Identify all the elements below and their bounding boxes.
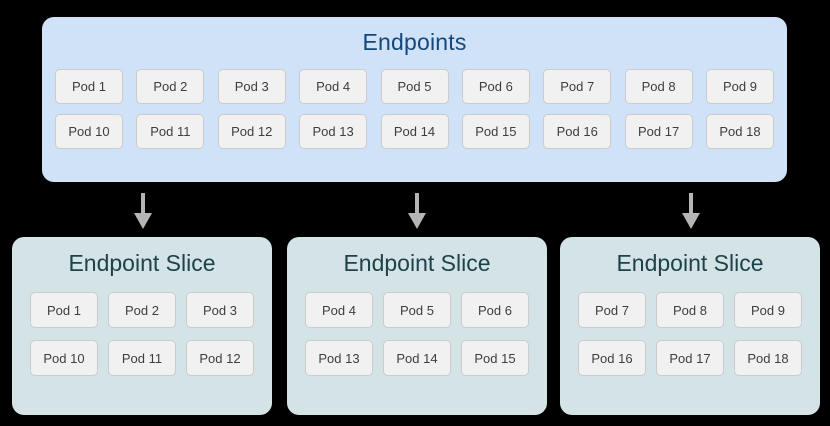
- pod-chip[interactable]: Pod 11: [136, 114, 205, 149]
- arrow-head: [134, 213, 152, 229]
- pod-chip[interactable]: Pod 1: [30, 292, 98, 328]
- pod-chip[interactable]: Pod 9: [706, 69, 774, 104]
- pod-chip[interactable]: Pod 17: [656, 340, 724, 376]
- pod-chip[interactable]: Pod 10: [55, 114, 123, 149]
- pod-chip[interactable]: Pod 15: [461, 340, 529, 376]
- endpoint-slice-container-3: Endpoint Slice Pod 7 Pod 8 Pod 9 Pod 16 …: [560, 237, 820, 415]
- pod-chip[interactable]: Pod 14: [380, 114, 449, 149]
- pod-chip[interactable]: Pod 15: [461, 114, 530, 149]
- pod-chip[interactable]: Pod 13: [299, 114, 368, 149]
- pod-chip[interactable]: Pod 8: [624, 69, 693, 104]
- arrow-down-icon: [680, 193, 702, 229]
- endpoints-container: Endpoints Pod 1 Pod 2 Pod 3 Pod 4 Pod 5 …: [42, 17, 787, 182]
- pod-chip[interactable]: Pod 7: [578, 292, 646, 328]
- pod-chip[interactable]: Pod 13: [305, 340, 373, 376]
- endpoints-pod-grid: Pod 1 Pod 2 Pod 3 Pod 4 Pod 5 Pod 6 Pod …: [42, 69, 787, 159]
- endpoint-slice-pod-row: Pod 10 Pod 11 Pod 12: [12, 340, 272, 376]
- endpoint-slice-title: Endpoint Slice: [68, 250, 216, 276]
- arrow-shaft: [141, 193, 145, 215]
- pod-chip[interactable]: Pod 4: [305, 292, 373, 328]
- pod-chip[interactable]: Pod 18: [706, 114, 774, 149]
- endpoint-slice-pod-row: Pod 1 Pod 2 Pod 3: [12, 292, 272, 328]
- pod-chip[interactable]: Pod 2: [136, 69, 205, 104]
- endpoint-slice-pod-grid: Pod 1 Pod 2 Pod 3 Pod 10 Pod 11 Pod 12: [12, 292, 272, 388]
- endpoint-slice-pod-row: Pod 16 Pod 17 Pod 18: [560, 340, 820, 376]
- endpoint-slice-title: Endpoint Slice: [343, 250, 491, 276]
- pod-chip[interactable]: Pod 7: [543, 69, 612, 104]
- pod-chip[interactable]: Pod 16: [543, 114, 612, 149]
- endpoint-slice-container-2: Endpoint Slice Pod 4 Pod 5 Pod 6 Pod 13 …: [287, 237, 547, 415]
- pod-chip[interactable]: Pod 16: [578, 340, 646, 376]
- pod-chip[interactable]: Pod 3: [217, 69, 286, 104]
- pod-chip[interactable]: Pod 3: [186, 292, 254, 328]
- endpoints-title: Endpoints: [362, 29, 467, 55]
- arrow-shaft: [415, 193, 419, 215]
- pod-chip[interactable]: Pod 10: [30, 340, 98, 376]
- endpoints-pod-row: Pod 10 Pod 11 Pod 12 Pod 13 Pod 14 Pod 1…: [42, 114, 787, 149]
- pod-chip[interactable]: Pod 14: [383, 340, 451, 376]
- arrow-down-icon: [132, 193, 154, 229]
- pod-chip[interactable]: Pod 5: [380, 69, 449, 104]
- endpoint-slice-pod-row: Pod 13 Pod 14 Pod 15: [287, 340, 547, 376]
- pod-chip[interactable]: Pod 17: [624, 114, 693, 149]
- pod-chip[interactable]: Pod 1: [55, 69, 123, 104]
- arrow-head: [682, 213, 700, 229]
- pod-chip[interactable]: Pod 11: [108, 340, 176, 376]
- pod-chip[interactable]: Pod 8: [656, 292, 724, 328]
- arrow-head: [408, 213, 426, 229]
- pod-chip[interactable]: Pod 5: [383, 292, 451, 328]
- pod-chip[interactable]: Pod 2: [108, 292, 176, 328]
- endpoint-slice-title: Endpoint Slice: [616, 250, 764, 276]
- endpoint-slice-pod-grid: Pod 4 Pod 5 Pod 6 Pod 13 Pod 14 Pod 15: [287, 292, 547, 388]
- arrow-shaft: [689, 193, 693, 215]
- pod-chip[interactable]: Pod 18: [734, 340, 802, 376]
- pod-chip[interactable]: Pod 4: [299, 69, 368, 104]
- pod-chip[interactable]: Pod 9: [734, 292, 802, 328]
- endpoint-slice-pod-row: Pod 4 Pod 5 Pod 6: [287, 292, 547, 328]
- endpoints-pod-row: Pod 1 Pod 2 Pod 3 Pod 4 Pod 5 Pod 6 Pod …: [42, 69, 787, 104]
- endpoint-slice-pod-grid: Pod 7 Pod 8 Pod 9 Pod 16 Pod 17 Pod 18: [560, 292, 820, 388]
- arrow-down-icon: [406, 193, 428, 229]
- pod-chip[interactable]: Pod 6: [461, 69, 530, 104]
- pod-chip[interactable]: Pod 12: [186, 340, 254, 376]
- pod-chip[interactable]: Pod 12: [217, 114, 286, 149]
- endpoint-slice-pod-row: Pod 7 Pod 8 Pod 9: [560, 292, 820, 328]
- pod-chip[interactable]: Pod 6: [461, 292, 529, 328]
- endpoint-slice-container-1: Endpoint Slice Pod 1 Pod 2 Pod 3 Pod 10 …: [12, 237, 272, 415]
